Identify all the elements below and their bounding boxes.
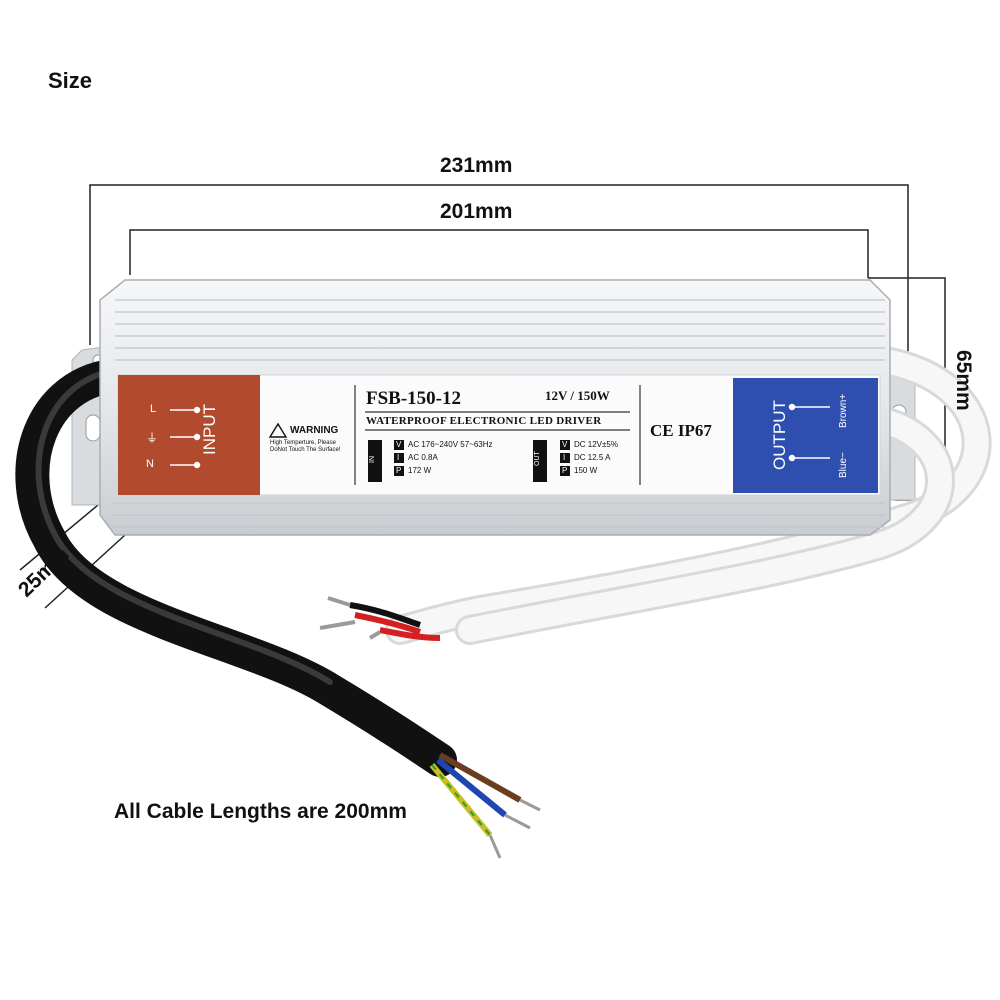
out-spec-current: DC 12.5 A (574, 453, 611, 462)
out-tag: OUT (534, 451, 541, 466)
terminal-ground: ⏚ (146, 431, 159, 445)
terminal-l: L (150, 403, 157, 415)
width-label: 65mm (952, 350, 975, 411)
out-key-i: I (563, 453, 566, 462)
output-panel-title: OUTPUT (770, 400, 789, 470)
output-panel (733, 378, 878, 493)
rating: 12V / 150W (545, 388, 610, 403)
in-spec-current: AC 0.8A (408, 453, 438, 462)
in-key-p: P (396, 466, 402, 475)
terminal-n: N (146, 458, 154, 470)
out-key-v: V (562, 440, 568, 449)
warning-line-1: High Temperture, Please (270, 440, 336, 446)
out-spec-voltage: DC 12V±5% (574, 440, 618, 449)
dim-201-line (129, 229, 869, 278)
input-panel-title: INPUT (200, 404, 219, 455)
warning-line-2: DoNot Touch The Surface! (270, 447, 341, 453)
in-spec-power: 172 W (408, 466, 432, 475)
overall-length-label: 231mm (440, 154, 513, 177)
dim-231-line (89, 184, 909, 375)
output-cables (319, 345, 992, 645)
in-key-v: V (396, 440, 402, 449)
cable-length-note: All Cable Lengths are 200mm (114, 800, 407, 823)
out-key-p: P (562, 466, 568, 475)
size-heading: Size (48, 68, 93, 93)
in-key-i: I (397, 453, 400, 462)
product-subtitle: WATERPROOF ELECTRONIC LED DRIVER (366, 415, 602, 427)
output-blue-label: Blue− (838, 452, 849, 478)
driver-body (99, 279, 891, 536)
body-length-label: 201mm (440, 200, 513, 223)
input-panel (118, 375, 260, 495)
output-brown-label: Brown+ (838, 393, 849, 428)
out-spec-power: 150 W (574, 466, 598, 475)
input-cable (15, 358, 541, 859)
model-number: FSB-150-12 (366, 388, 461, 409)
in-tag: IN (369, 456, 376, 463)
warning-title: WARNING (290, 425, 339, 436)
in-spec-voltage: AC 176~240V 57~63Hz (408, 440, 493, 449)
cert-marks: CE IP67 (650, 421, 712, 440)
